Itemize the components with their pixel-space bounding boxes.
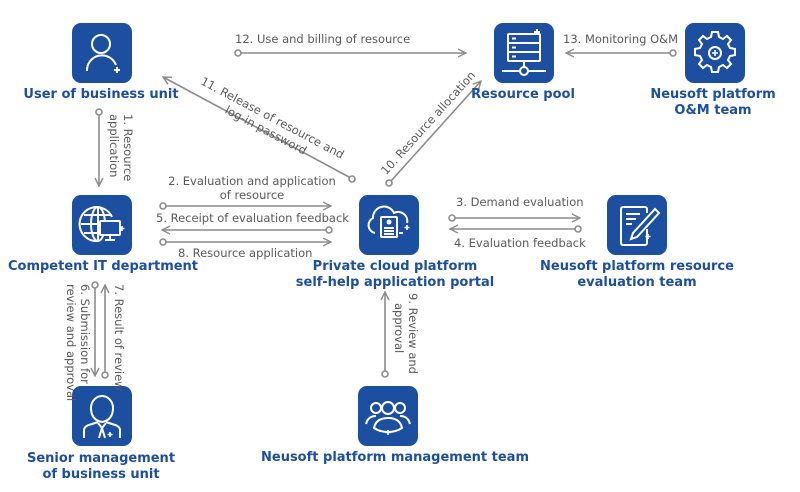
edge-1 [96, 108, 102, 186]
edge-10 [385, 81, 481, 187]
edge-label-6-line2: review and approval [64, 284, 78, 402]
node-om-team-label-line1: Neusoft platform [650, 87, 776, 102]
node-senior-mgmt-icon-box [72, 386, 132, 446]
node-eval-team-icon-box [607, 195, 667, 255]
edge-label-9-line2: approval [392, 303, 406, 354]
node-om-team-label: Neusoft platform O&M team [650, 87, 775, 119]
edge-label-2-line2: of resource [219, 188, 285, 202]
businessman-icon [83, 395, 121, 439]
edge-12 [234, 50, 466, 56]
node-eval-team-label-line1: Neusoft platform resource [540, 259, 734, 274]
node-senior-mgmt-label-line1: Senior management [26, 451, 176, 466]
edge-label-2-line1: 2. Evaluation and application [168, 174, 336, 188]
edge-2 [159, 203, 331, 209]
edge-label-8: 8. Resource application [178, 246, 313, 260]
node-mgmt-team-icon-box [358, 386, 418, 446]
node-senior-mgmt-label-line2: of business unit [42, 467, 160, 482]
edge-label-6-line1: 6. Submission for [78, 284, 92, 384]
node-resource-pool-label: Resource pool [471, 87, 575, 102]
node-it-dept-label: Competent IT department [7, 259, 199, 274]
edge-label-2: 2. Evaluation and application of resourc… [162, 174, 342, 202]
edge-label-12: 12. Use and billing of resource [235, 32, 411, 46]
server-icon [502, 29, 546, 76]
node-mgmt-team-label: Neusoft platform management team [260, 450, 530, 465]
edge-label-6: 6. Submission for review and approval [64, 284, 92, 401]
edge-4 [450, 226, 582, 232]
node-user-icon-box [72, 23, 132, 83]
node-resource-pool-icon-box [494, 23, 554, 83]
node-portal-label: Private cloud platform self-help applica… [296, 259, 494, 291]
edge-13 [0, 0, 677, 56]
node-portal-icon-box [359, 195, 419, 255]
edge-5 [162, 227, 333, 233]
edge-6 [92, 281, 98, 376]
node-om-team-label-line2: O&M team [674, 103, 752, 118]
edge-label-9-line1: 9. Review and [406, 293, 420, 374]
edge-label-3: 3. Demand evaluation [456, 195, 584, 209]
node-portal-label-line1: Private cloud platform [312, 259, 478, 274]
edge-label-9: 9. Review and approval [392, 293, 420, 374]
node-portal-label-line2: self-help application portal [295, 275, 495, 290]
node-om-team-icon-box [685, 23, 745, 83]
edit-document-icon [620, 206, 661, 246]
node-eval-team-label: Neusoft platform resource evaluation tea… [540, 259, 734, 291]
edge-label-13: 13. Monitoring O&M [563, 32, 679, 46]
cloud-document-icon [367, 205, 410, 238]
node-senior-mgmt-label: Senior management of business unit [27, 451, 175, 483]
node-it-dept-icon-box [72, 195, 132, 255]
edge-8 [159, 239, 331, 245]
edge-label-5: 5. Receipt of evaluation feedback [156, 211, 349, 225]
edge-7 [102, 285, 108, 379]
gear-icon [694, 31, 736, 73]
globe-monitor-icon [78, 206, 125, 243]
edge-label-1-line1: 1. Resource [121, 114, 135, 182]
edge-label-1: 1. Resource application [107, 114, 135, 181]
edge-label-1-line2: application [107, 114, 121, 178]
group-icon [365, 401, 411, 435]
edge-11 [163, 77, 356, 183]
node-eval-team-label-line2: evaluation team [577, 275, 697, 290]
node-user-label: User of business unit [23, 87, 179, 102]
edge-label-7: 7. Result of review [112, 284, 126, 391]
edge-label-4: 4. Evaluation feedback [454, 236, 586, 250]
edge-3 [448, 215, 580, 221]
user-icon [85, 34, 120, 73]
edge-9 [382, 292, 388, 378]
